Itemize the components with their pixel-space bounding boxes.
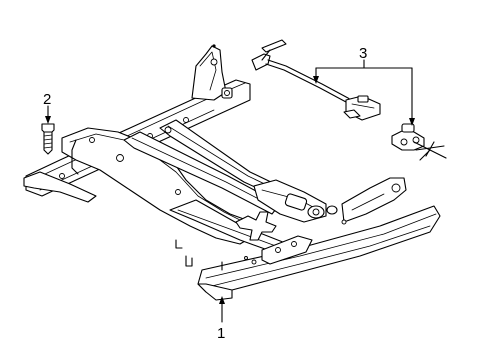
leader-lines: [45, 59, 415, 323]
cable-connector-right: [391, 123, 447, 161]
bolt: [41, 123, 55, 155]
callout-3: 3: [359, 45, 367, 62]
callout-2: 2: [43, 91, 51, 108]
cross-plate: [235, 211, 277, 241]
cable-harness: [251, 39, 381, 121]
seat-track-frame: [23, 44, 441, 301]
callout-1: 1: [217, 325, 225, 342]
